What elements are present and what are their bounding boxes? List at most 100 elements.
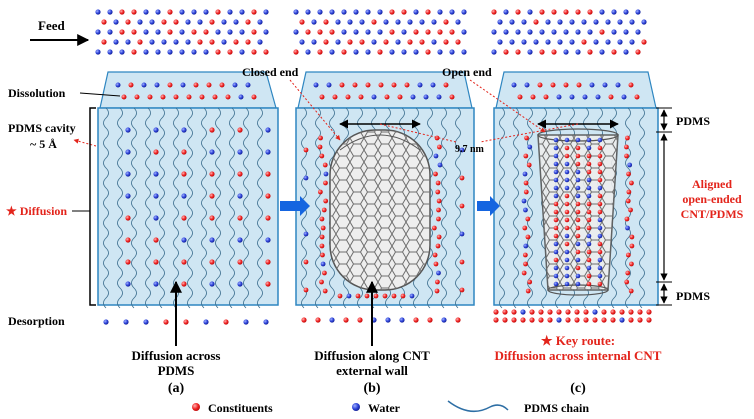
constituent-dot <box>215 49 221 55</box>
constituent-dot <box>225 94 231 100</box>
constituent-dot <box>206 82 212 88</box>
water-dot <box>527 29 533 35</box>
water-dot <box>103 319 109 325</box>
water-dot <box>629 19 635 25</box>
constituent-dot <box>432 252 438 258</box>
water-dot <box>521 39 527 45</box>
water-dot <box>575 177 581 183</box>
water-dot <box>569 94 575 100</box>
panel-b-molecules <box>303 82 465 299</box>
water-dot <box>407 19 413 25</box>
water-dot <box>553 161 559 167</box>
water-dot <box>237 193 243 199</box>
water-dot <box>125 193 131 199</box>
constituent-dot <box>493 317 499 323</box>
constituent-dot <box>575 153 581 159</box>
constituent-dot <box>550 82 556 88</box>
constituent-dot <box>419 39 425 45</box>
water-dot <box>353 29 359 35</box>
constituent-dot <box>237 215 243 221</box>
diameter-leader-c <box>479 123 579 143</box>
constituent-dot <box>597 161 603 167</box>
constituent-dot <box>317 189 323 195</box>
constituent-dot <box>515 49 521 55</box>
aligned-label-line1: Aligned <box>692 177 732 191</box>
water-dot <box>125 281 131 287</box>
constituent-dot <box>597 201 603 207</box>
constituent-dot <box>321 207 327 213</box>
water-dot <box>353 9 359 15</box>
water-dot <box>125 39 131 45</box>
water-dot <box>353 49 359 55</box>
water-dot <box>326 82 332 88</box>
water-dot <box>586 145 592 151</box>
water-dot <box>629 39 635 45</box>
water-dot <box>461 29 467 35</box>
closed-cnt <box>329 129 431 291</box>
water-dot <box>597 233 603 239</box>
water-dot <box>586 185 592 191</box>
water-dot <box>564 257 570 263</box>
constituent-dot <box>443 39 449 45</box>
water-dot <box>592 309 598 315</box>
constituent-dot <box>597 281 603 287</box>
constituent-dot <box>427 317 433 323</box>
water-dot <box>155 9 161 15</box>
legend-water: Water <box>368 401 401 415</box>
constituent-dot <box>323 198 329 204</box>
water-dot <box>556 94 562 100</box>
panel-b-closed-cnt <box>295 71 475 309</box>
panel-c-top-trapezoid <box>495 71 657 109</box>
constituent-dot <box>391 293 397 299</box>
panel-b-letter: (b) <box>363 381 380 396</box>
water-dot <box>569 19 575 25</box>
constituent-dot <box>193 82 199 88</box>
water-dot <box>623 9 629 15</box>
pdms-chain <box>117 107 123 309</box>
water-dot <box>365 49 371 55</box>
water-dot <box>433 153 439 159</box>
constituent-dot <box>425 9 431 15</box>
water-dot <box>303 231 309 237</box>
constituent-dot <box>377 49 383 55</box>
constituent-dot <box>251 94 257 100</box>
constituent-dot <box>553 233 559 239</box>
constituent-dot <box>586 225 592 231</box>
water-dot <box>293 9 299 15</box>
pdms-chain <box>187 107 193 309</box>
water-dot <box>455 19 461 25</box>
constituent-dot <box>265 215 271 221</box>
constituent-dot <box>181 149 187 155</box>
water-dot <box>153 127 159 133</box>
constituent-dot <box>449 29 455 35</box>
constituent-dot <box>575 225 581 231</box>
constituent-dot <box>401 9 407 15</box>
water-dot <box>611 29 617 35</box>
constituent-dot <box>629 180 634 186</box>
constituent-dot <box>628 82 634 88</box>
constituent-dot <box>319 279 324 285</box>
water-dot <box>553 273 559 279</box>
water-dot <box>545 39 551 45</box>
constituent-dot <box>209 259 215 265</box>
water-dot <box>137 19 143 25</box>
constituent-dot <box>547 309 553 315</box>
constituent-dot <box>400 293 406 299</box>
diameter-leader-b <box>379 123 457 143</box>
water-dot <box>299 39 305 45</box>
constituent-dot <box>586 249 592 255</box>
pdms-chain <box>243 107 249 309</box>
constituent-dot <box>523 189 529 195</box>
water-dot <box>575 257 581 263</box>
water-dot <box>237 149 243 155</box>
water-dot <box>107 9 113 15</box>
constituent-dot <box>527 279 533 285</box>
constituent-dot <box>599 29 605 35</box>
constituent-dot <box>407 39 413 45</box>
water-dot <box>597 185 603 191</box>
constituent-dot <box>181 281 187 287</box>
water-dot <box>95 9 101 15</box>
constituent-dot <box>502 309 508 315</box>
constituent-dot <box>539 49 545 55</box>
closed-end-label: Closed end <box>242 65 299 79</box>
